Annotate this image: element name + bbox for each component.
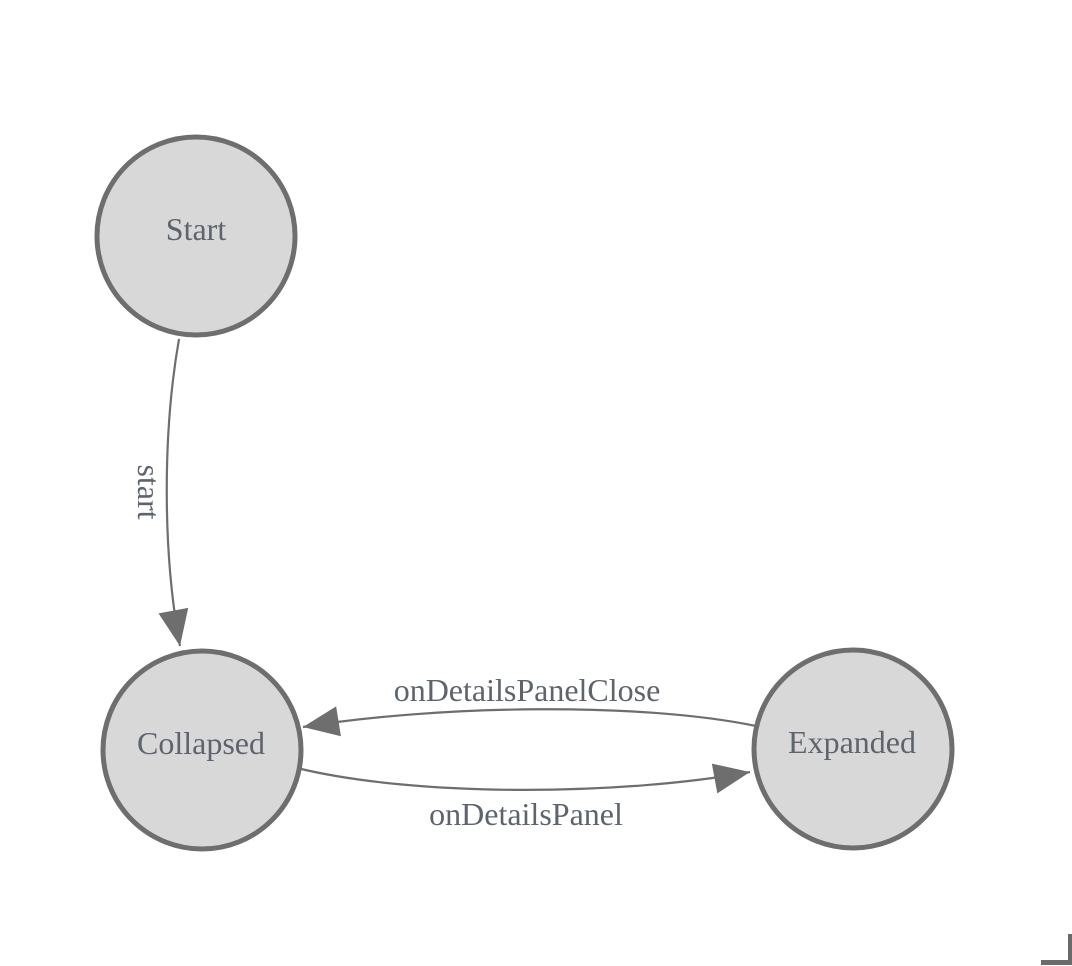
state-node-collapsed-label: Collapsed [137,725,265,761]
state-node-collapsed-circle[interactable] [100,648,304,852]
state-node-start-circle[interactable] [94,134,298,338]
state-node-collapsed[interactable]: Collapsed [100,648,304,852]
canvas-resize-corner-handle[interactable] [1041,934,1072,965]
resize-corner-vertical-bar [1068,934,1072,965]
resize-corner-horizontal-bar [1041,960,1072,965]
edge-expanded-to-collapsed[interactable] [302,706,757,737]
state-node-start[interactable]: Start [94,134,298,338]
state-node-expanded-circle[interactable] [751,647,955,851]
edge-label-on-details-panel: onDetailsPanel [429,796,623,832]
state-node-expanded-label: Expanded [788,724,916,760]
state-node-start-label: Start [166,211,227,247]
state-node-expanded[interactable]: Expanded [751,647,955,851]
edge-collapsed-to-expanded[interactable] [296,763,751,794]
edge-label-start: start [131,464,167,519]
edge-start-to-collapsed[interactable] [158,338,189,647]
edge-label-on-details-panel-close: onDetailsPanelClose [394,672,661,708]
